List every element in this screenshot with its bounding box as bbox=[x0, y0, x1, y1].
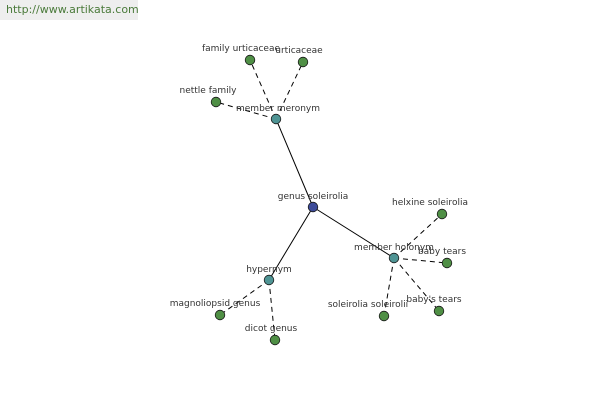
node-fam-dot[interactable] bbox=[244, 54, 256, 66]
node-bt2[interactable]: baby's tears bbox=[406, 295, 462, 317]
edge-fam bbox=[249, 59, 277, 120]
edges-layer bbox=[215, 59, 448, 341]
node-bt2-label: baby's tears bbox=[406, 295, 462, 305]
node-genus[interactable]: genus soleirolia bbox=[278, 192, 348, 213]
node-fam[interactable]: family urticaceae bbox=[202, 44, 281, 66]
node-dic[interactable]: dicot genus bbox=[245, 324, 298, 346]
edge-bt2 bbox=[393, 257, 440, 312]
node-bt1[interactable]: baby tears bbox=[418, 247, 466, 269]
watermark-text: http://www.artikata.com bbox=[0, 0, 139, 20]
edge-urt bbox=[275, 61, 304, 120]
node-urt-label: urticaceae bbox=[275, 46, 323, 56]
node-bt2-dot[interactable] bbox=[433, 305, 445, 317]
edge-dic bbox=[268, 279, 276, 341]
node-fam-label: family urticaceae bbox=[202, 44, 281, 54]
edge-hypernym bbox=[268, 206, 314, 281]
node-dic-dot[interactable] bbox=[269, 334, 281, 346]
node-net-dot[interactable] bbox=[210, 96, 222, 108]
node-mag-dot[interactable] bbox=[214, 309, 226, 321]
node-urt[interactable]: urticaceae bbox=[275, 46, 323, 68]
node-holonym-dot[interactable] bbox=[388, 252, 400, 264]
node-net-label: nettle family bbox=[180, 86, 238, 96]
node-net[interactable]: nettle family bbox=[180, 86, 238, 108]
node-holonym[interactable]: member holonym bbox=[354, 243, 434, 264]
node-meronym[interactable]: member meronym bbox=[236, 104, 320, 125]
node-genus-label: genus soleirolia bbox=[278, 192, 348, 202]
edge-meronym bbox=[275, 118, 314, 208]
node-bt1-dot[interactable] bbox=[441, 257, 453, 269]
node-holonym-label: member holonym bbox=[354, 243, 434, 253]
node-genus-dot[interactable] bbox=[307, 201, 319, 213]
edge-holonym bbox=[312, 206, 395, 259]
node-hypernym-dot[interactable] bbox=[263, 274, 275, 286]
node-meronym-dot[interactable] bbox=[270, 113, 282, 125]
node-bt1-label: baby tears bbox=[418, 247, 466, 257]
edge-sol bbox=[383, 257, 395, 317]
node-hel-dot[interactable] bbox=[436, 208, 448, 220]
node-sol[interactable]: soleirolia soleirolii bbox=[328, 300, 408, 322]
edge-hel bbox=[393, 213, 443, 259]
node-hypernym-label: hypernym bbox=[246, 265, 292, 275]
node-hel[interactable]: helxine soleirolia bbox=[392, 198, 468, 220]
node-hypernym[interactable]: hypernym bbox=[246, 265, 292, 286]
node-hel-label: helxine soleirolia bbox=[392, 198, 468, 208]
node-sol-dot[interactable] bbox=[378, 310, 390, 322]
edge-net bbox=[215, 101, 277, 120]
node-sol-label: soleirolia soleirolii bbox=[328, 300, 408, 310]
edge-bt1 bbox=[393, 257, 448, 264]
edge-mag bbox=[219, 279, 270, 316]
node-meronym-label: member meronym bbox=[236, 104, 320, 114]
node-mag[interactable]: magnoliopsid genus bbox=[170, 299, 261, 321]
node-mag-label: magnoliopsid genus bbox=[170, 299, 261, 309]
node-dic-label: dicot genus bbox=[245, 324, 298, 334]
node-urt-dot[interactable] bbox=[297, 56, 309, 68]
